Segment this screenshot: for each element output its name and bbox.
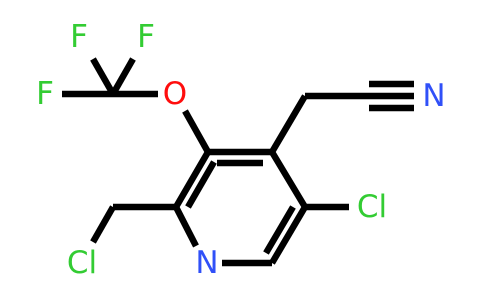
bond-c2-c3 <box>173 150 211 209</box>
bond-c4-ch2 <box>269 94 308 154</box>
bond-c5-c6 <box>269 205 308 265</box>
atom-cl-chloromethyl: Cl <box>67 245 97 281</box>
atom-o-ether: O <box>163 76 187 112</box>
bond-c5-c6-inner <box>263 205 296 255</box>
bond-o-c3 <box>182 109 211 154</box>
atom-cl-ring: Cl <box>357 189 387 225</box>
bond-c-f-top-left <box>90 57 116 96</box>
bond-ch2-cl <box>90 205 116 244</box>
atom-f-left: F <box>36 76 54 112</box>
atom-n-nitrile: N <box>422 78 445 114</box>
atom-f-top-right: F <box>137 19 155 55</box>
bonds <box>62 57 414 267</box>
bond-c4-c5 <box>269 150 308 209</box>
atom-f-top-left: F <box>70 19 88 55</box>
atom-n-ring: N <box>195 245 218 281</box>
bond-n-c2 <box>173 205 199 248</box>
bond-c2-c3-inner <box>185 160 217 209</box>
atom-labels: F F F O N Cl Cl N <box>36 19 446 281</box>
bond-c-f-top-right <box>110 57 136 96</box>
